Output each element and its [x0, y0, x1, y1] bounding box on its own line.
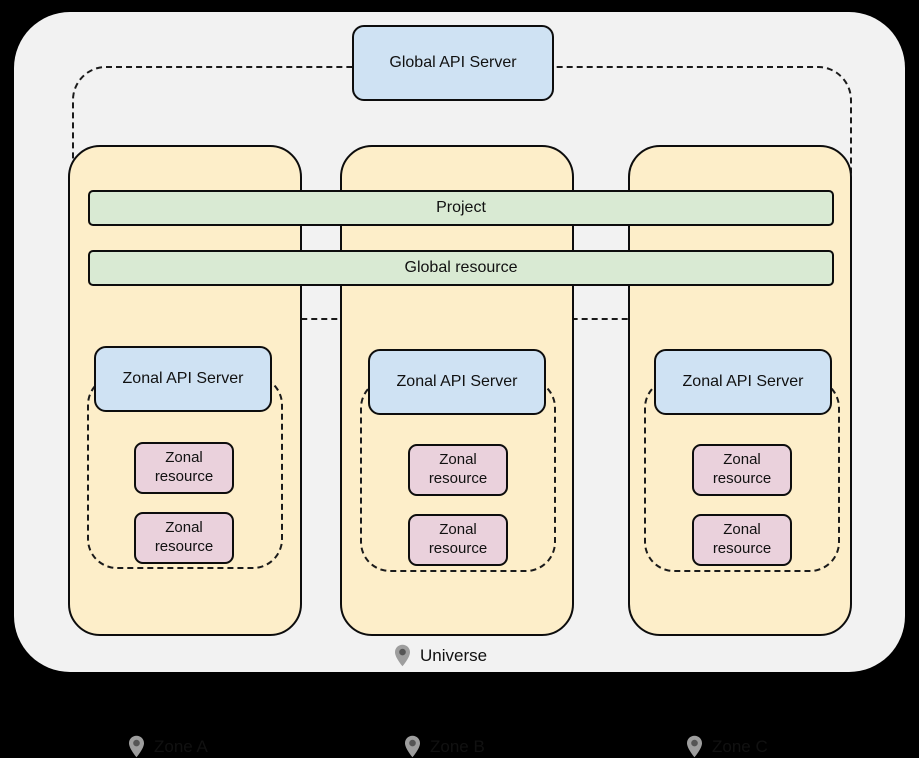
- universe-label: Universe: [394, 644, 487, 667]
- zone-label-text-zone-c: Zone C: [712, 736, 768, 756]
- zonal-resource-zone-b-1[interactable]: Zonal resource: [408, 444, 508, 496]
- zonal-resource-zone-b-2[interactable]: Zonal resource: [408, 514, 508, 566]
- zone-label-zone-a: Zone A: [128, 735, 208, 758]
- zonal-api-server-zone-a[interactable]: Zonal API Server: [94, 346, 272, 412]
- zonal-resource-zone-c-1[interactable]: Zonal resource: [692, 444, 792, 496]
- zone-label-text-zone-b: Zone B: [430, 736, 485, 756]
- map-pin-icon: [129, 735, 144, 758]
- zone-container-zone-a[interactable]: Zonal API Server Zonal resource Zonal re…: [68, 145, 302, 758]
- zone-label-zone-c: Zone C: [686, 735, 768, 758]
- zonal-resource-zone-c-2[interactable]: Zonal resource: [692, 514, 792, 566]
- zonal-resource-zone-a-1[interactable]: Zonal resource: [134, 442, 234, 494]
- zonal-resource-zone-a-2[interactable]: Zonal resource: [134, 512, 234, 564]
- global-bar-global-resource[interactable]: Global resource: [88, 250, 834, 286]
- zonal-api-server-zone-c[interactable]: Zonal API Server: [654, 349, 832, 415]
- global-bar-project[interactable]: Project: [88, 190, 834, 226]
- map-pin-icon: [687, 735, 702, 758]
- universe-label-text: Universe: [420, 645, 488, 665]
- zonal-api-server-zone-b[interactable]: Zonal API Server: [368, 349, 546, 415]
- diagram-canvas: Zonal API Server Zonal resource Zonal re…: [14, 12, 905, 758]
- zone-label-text-zone-a: Zone A: [154, 736, 208, 756]
- zone-label-zone-b: Zone B: [404, 735, 485, 758]
- global-api-server[interactable]: Global API Server: [352, 25, 554, 101]
- map-pin-icon: [395, 644, 410, 667]
- zone-container-zone-c[interactable]: Zonal API Server Zonal resource Zonal re…: [628, 145, 852, 758]
- zone-container-zone-b[interactable]: Zonal API Server Zonal resource Zonal re…: [340, 145, 574, 758]
- map-pin-icon: [405, 735, 420, 758]
